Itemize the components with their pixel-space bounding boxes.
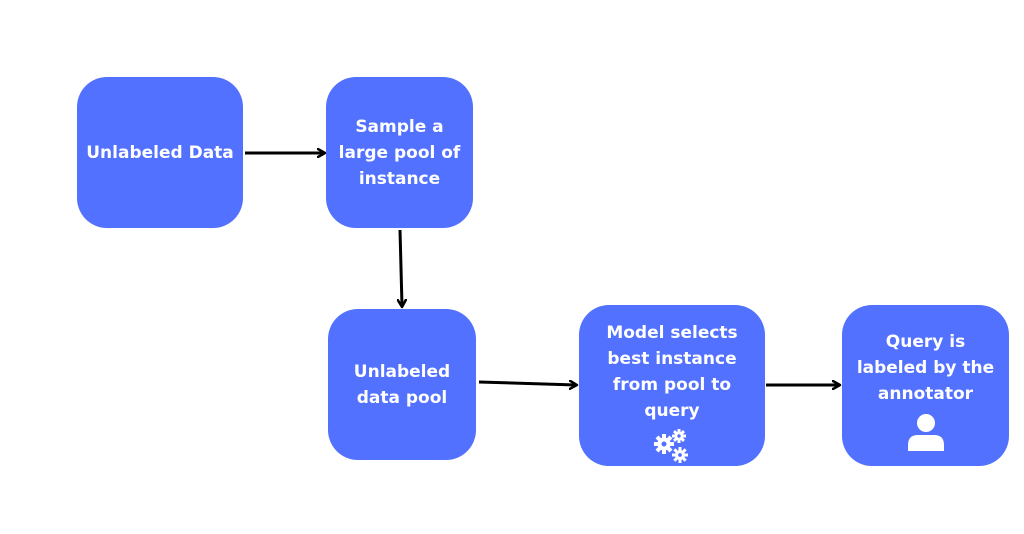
node-model-selects: Model selects best instance from pool to… bbox=[579, 305, 765, 466]
node-unlabeled-pool: Unlabeled data pool bbox=[328, 309, 476, 460]
node-sample-pool-label: Sample a large pool of instance bbox=[338, 116, 461, 189]
node-unlabeled-pool-label: Unlabeled data pool bbox=[353, 361, 451, 408]
node-unlabeled-data: Unlabeled Data bbox=[77, 77, 243, 228]
arrow-unlabeled-pool-to-model-selects bbox=[478, 382, 576, 385]
node-model-selects-label: Model selects best instance from pool to… bbox=[606, 322, 738, 421]
gears-icon bbox=[653, 428, 691, 472]
node-sample-pool: Sample a large pool of instance bbox=[326, 77, 473, 228]
node-unlabeled-data-label: Unlabeled Data bbox=[86, 142, 234, 163]
user-icon bbox=[906, 411, 946, 459]
node-query-labeled: Query is labeled by the annotator bbox=[842, 305, 1009, 466]
arrow-sample-pool-to-unlabeled-pool bbox=[400, 229, 402, 306]
node-query-labeled-label: Query is labeled by the annotator bbox=[856, 331, 995, 404]
